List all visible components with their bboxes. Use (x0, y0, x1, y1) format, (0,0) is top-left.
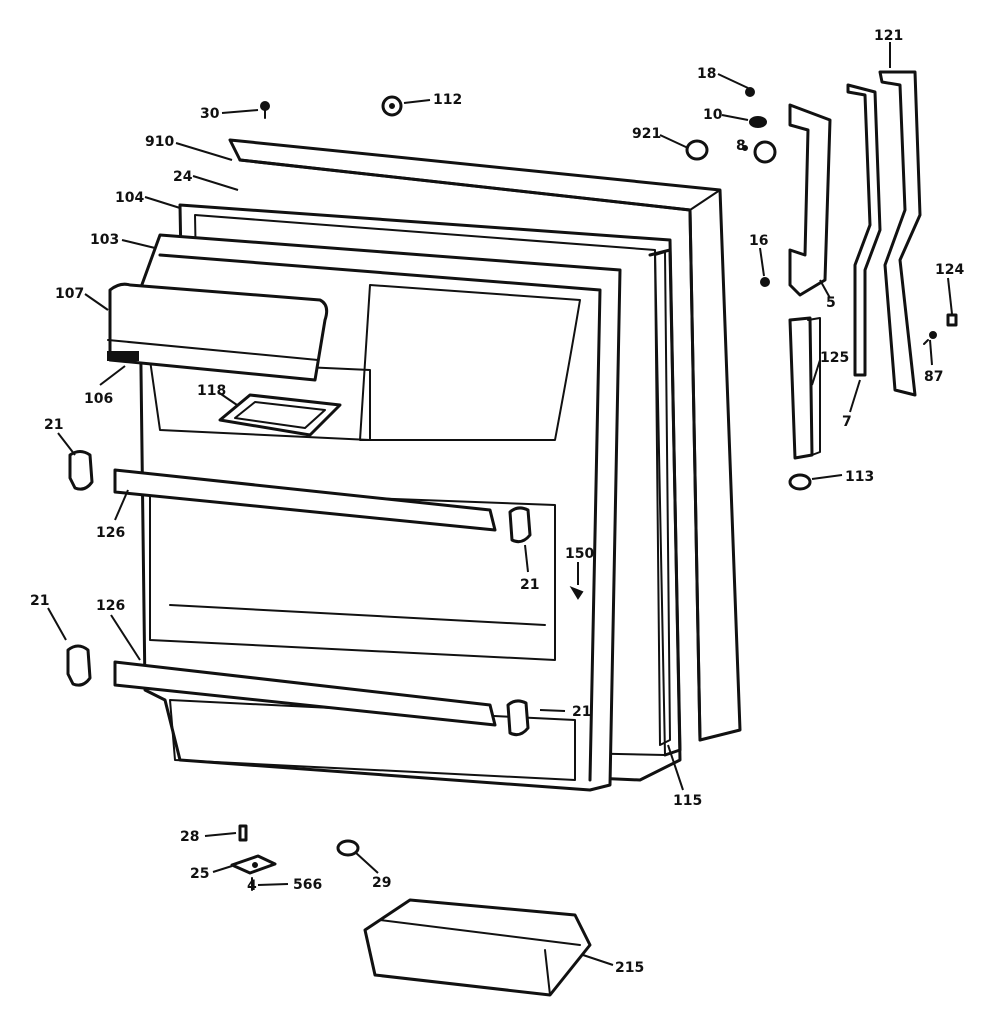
bushing-124 (946, 313, 958, 327)
callout-labels: 30 112 910 24 104 103 107 106 118 21 126… (30, 28, 964, 976)
callout-28: 28 (180, 829, 199, 845)
callout-87: 87 (924, 369, 943, 385)
callout-21-b: 21 (30, 593, 49, 609)
door-bin (363, 898, 592, 997)
bushing-29 (336, 839, 360, 857)
outer-door-panel (228, 138, 742, 742)
screw-10 (749, 116, 767, 128)
pin-28 (238, 824, 248, 842)
bushing-113 (788, 473, 812, 491)
callout-115: 115 (673, 793, 702, 809)
screw-87 (923, 331, 937, 345)
shelf-end-cap-left-lower (66, 644, 92, 687)
callout-5: 5 (826, 295, 836, 311)
callout-910: 910 (145, 134, 174, 150)
leader-lines (47, 42, 953, 966)
callout-126-b: 126 (96, 598, 125, 614)
callout-18: 18 (697, 66, 716, 82)
callout-21-a: 21 (44, 417, 63, 433)
butter-compartment (218, 393, 342, 437)
callout-121: 121 (874, 28, 903, 44)
bracket-125 (788, 316, 821, 460)
callout-113: 113 (845, 469, 874, 485)
callout-106: 106 (84, 391, 113, 407)
callout-215: 215 (615, 960, 644, 976)
butter-door (107, 282, 329, 382)
callout-107: 107 (55, 286, 84, 302)
plug-921 (685, 139, 709, 161)
shelf-end-cap-left-upper (68, 450, 94, 491)
screw-150 (569, 585, 584, 600)
plug-112 (381, 95, 403, 117)
screw-18 (745, 87, 755, 97)
callout-30: 30 (200, 106, 220, 122)
screw-30 (260, 101, 270, 119)
callout-124: 124 (935, 262, 964, 278)
screw-16 (760, 277, 770, 287)
callout-21-c: 21 (520, 577, 539, 593)
callout-21-d: 21 (572, 704, 591, 720)
callout-25: 25 (190, 866, 209, 882)
callout-104: 104 (115, 190, 144, 206)
hinge-bracket (788, 103, 832, 297)
washer-8 (742, 140, 777, 164)
callout-29: 29 (372, 875, 391, 891)
shelf-bar-upper (113, 468, 497, 532)
callout-125: 125 (820, 350, 849, 366)
callout-112: 112 (433, 92, 462, 108)
shelf-end-cap-right-lower (506, 699, 530, 737)
callout-921: 921 (632, 126, 661, 142)
hinge-arm-121 (878, 70, 922, 397)
callout-566: 566 (293, 877, 322, 893)
callout-118: 118 (197, 383, 226, 399)
callout-16: 16 (749, 233, 768, 249)
bracket-25 (230, 854, 277, 875)
callout-4: 4 (247, 878, 257, 894)
callout-7: 7 (842, 414, 852, 430)
door-stop-strip (654, 251, 671, 746)
callout-103: 103 (90, 232, 119, 248)
callout-8: 8 (736, 138, 746, 154)
hinge-arm-7 (846, 83, 882, 377)
shelf-bar-lower (113, 660, 497, 727)
callout-10: 10 (703, 107, 723, 123)
callout-24: 24 (173, 169, 193, 185)
callout-126-a: 126 (96, 525, 125, 541)
callout-150: 150 (565, 546, 594, 562)
shelf-end-cap-right-upper (508, 506, 532, 544)
